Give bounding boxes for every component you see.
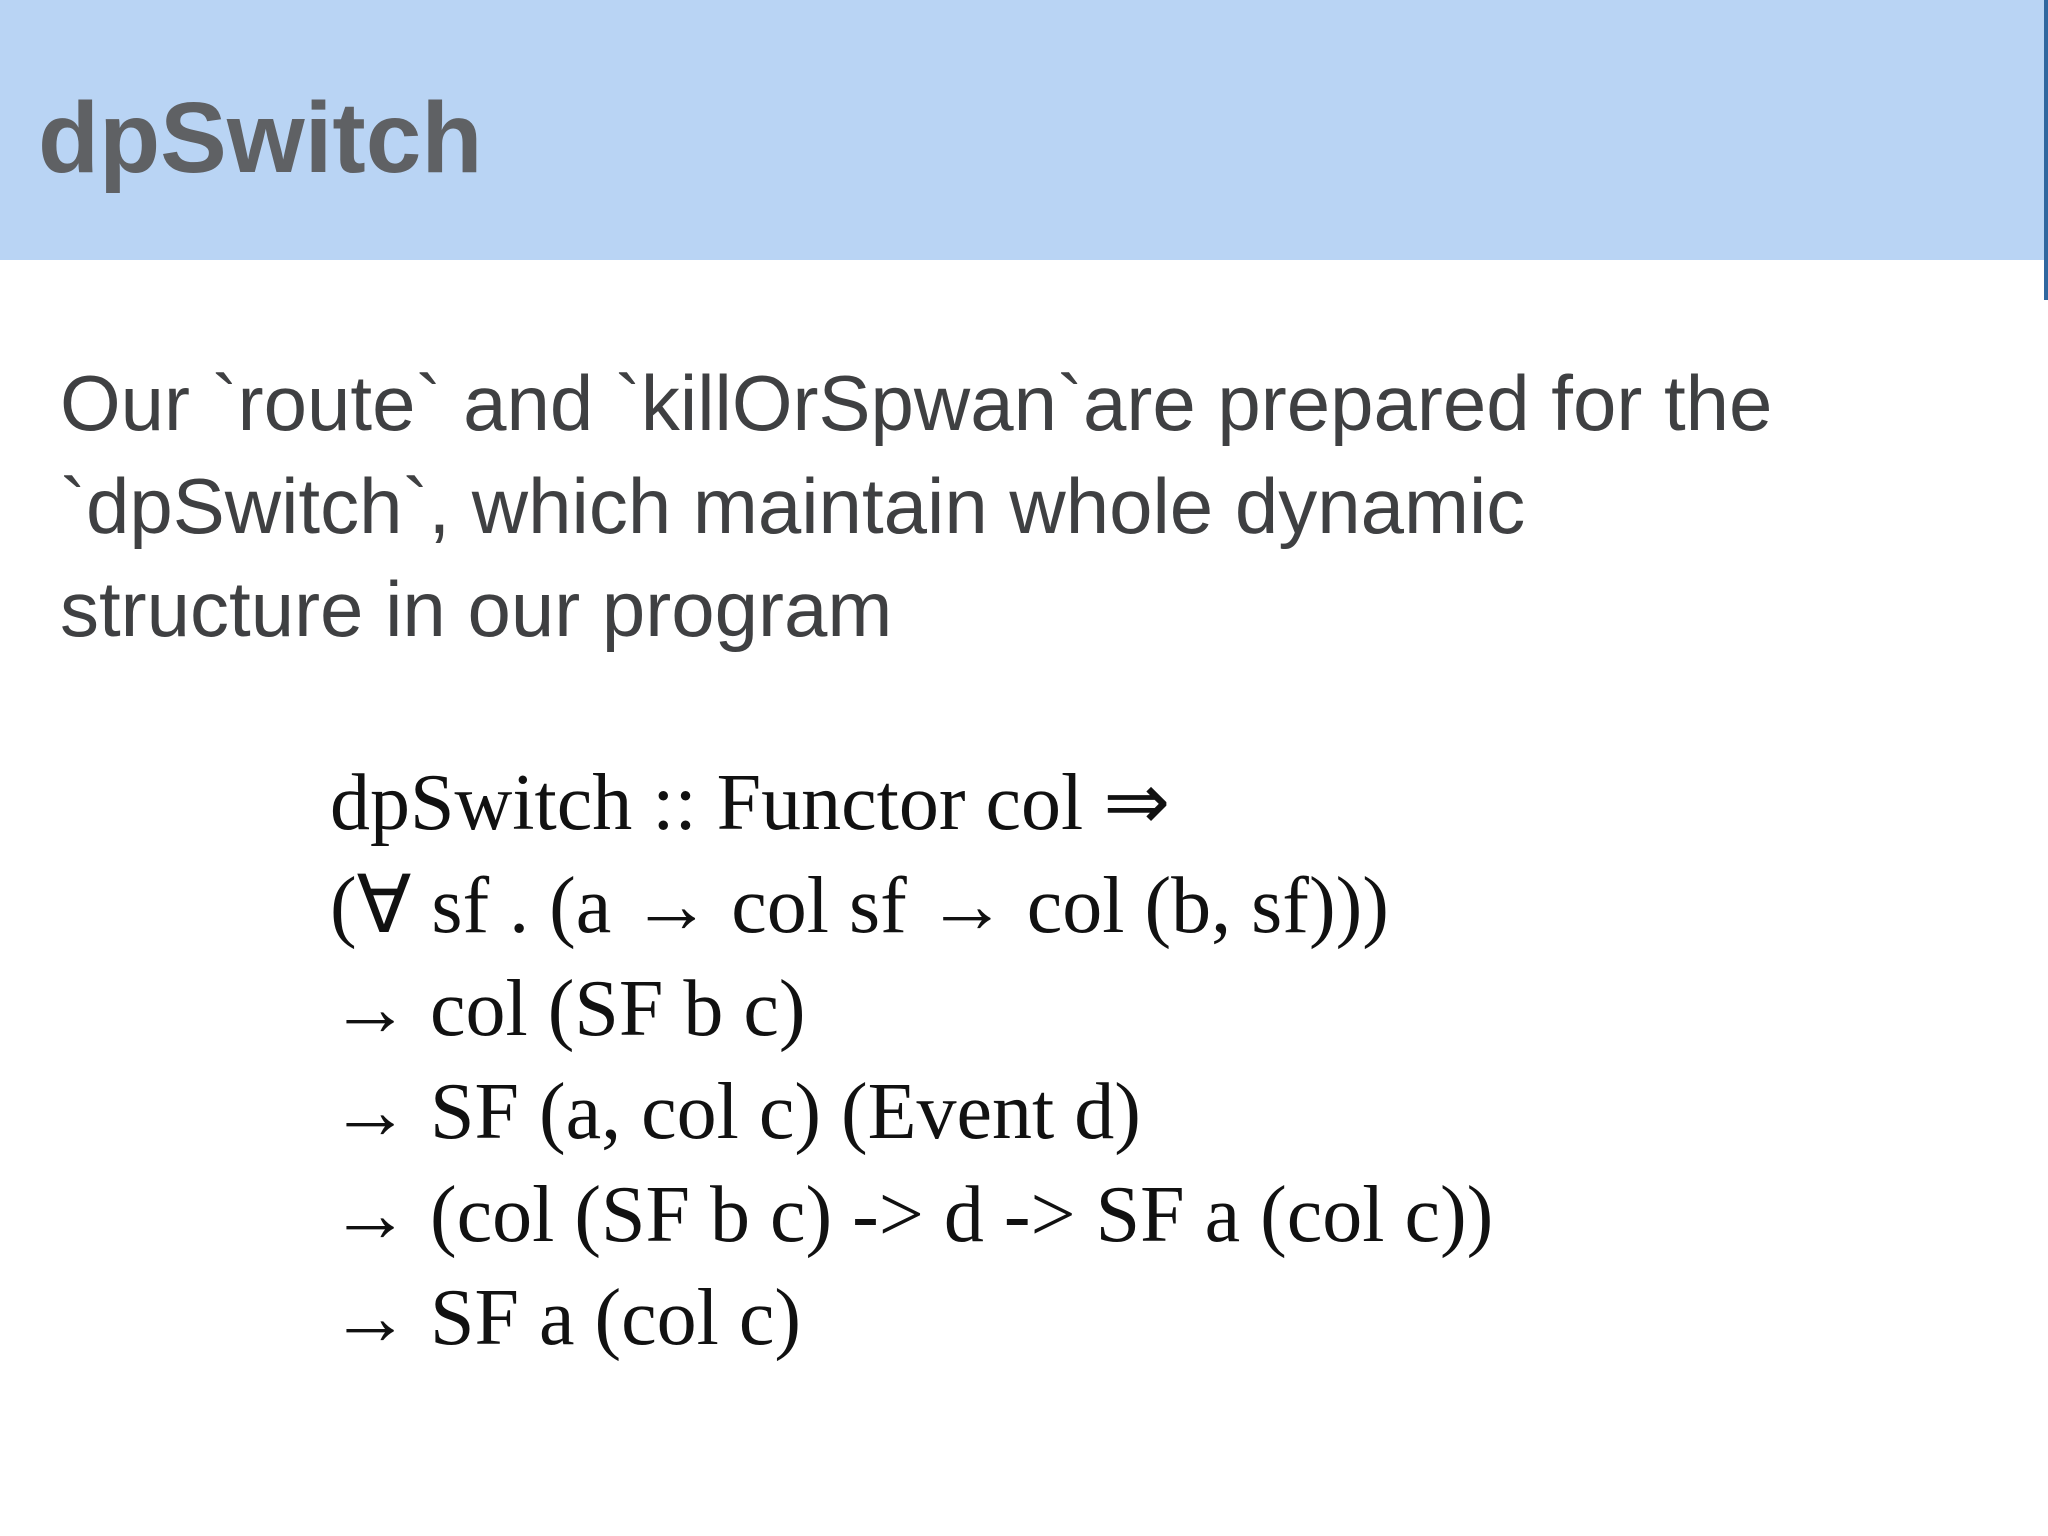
paragraph-line: `dpSwitch`, which maintain whole dynamic [60,462,1526,550]
intro-paragraph: Our `route` and `killOrSpwan`are prepare… [60,352,1772,661]
code-line: → SF (a, col c) (Event d) [330,1068,1141,1156]
paragraph-line: Our `route` and `killOrSpwan`are prepare… [60,359,1773,447]
code-line: → SF a (col c) [330,1274,802,1362]
paragraph-line: structure in our program [60,565,893,653]
right-edge-capture-artifact [2044,0,2048,300]
code-line: (∀ sf . (a → col sf → col (b, sf))) [330,862,1389,950]
dpswitch-type-signature: dpSwitch :: Functor col ⇒ (∀ sf . (a → c… [330,752,1493,1370]
code-line: → (col (SF b c) -> d -> SF a (col c)) [330,1171,1494,1259]
slide-header: dpSwitch [0,0,2048,260]
code-line: dpSwitch :: Functor col ⇒ [330,759,1171,847]
code-line: → col (SF b c) [330,965,806,1053]
slide-title: dpSwitch [38,81,483,194]
